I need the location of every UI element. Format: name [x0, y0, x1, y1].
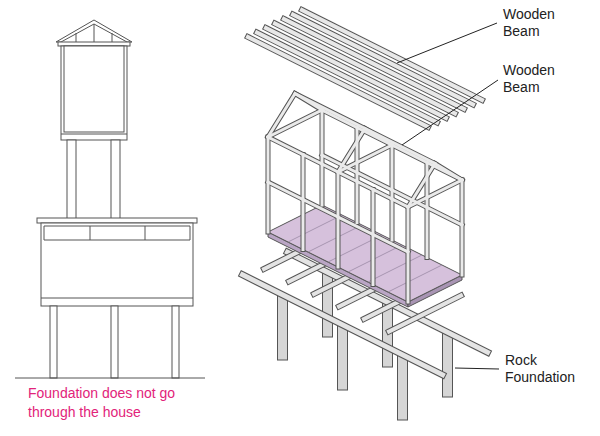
side-elevation [37, 218, 197, 223]
front-elevation [61, 134, 127, 135]
floor [368, 255, 422, 282]
wall-frame [268, 94, 462, 303]
front-posts [278, 295, 288, 360]
wall-frame [268, 94, 462, 303]
side-elevation [44, 226, 45, 240]
side-elevation [44, 240, 190, 241]
side-elevation [111, 306, 118, 378]
leader-lines [455, 368, 499, 369]
floor [388, 265, 442, 292]
roof-beams [248, 10, 482, 127]
floor [268, 205, 462, 307]
front-elevation [64, 46, 124, 132]
front-posts [398, 355, 408, 420]
roof-beams [248, 10, 482, 127]
side-elevation [190, 226, 191, 240]
note-text: Foundation does not go through the house [28, 384, 208, 422]
floor [288, 215, 442, 292]
front-elevation [112, 33, 113, 42]
side-elevation [90, 226, 91, 240]
side-elevation [50, 306, 57, 378]
part-label: Rock Foundation [505, 352, 590, 386]
front-elevation [61, 46, 127, 140]
side-elevation [145, 226, 146, 240]
part-label: Wooden Beam [503, 6, 583, 40]
floor [308, 225, 362, 252]
leader-lines [397, 23, 499, 369]
side-elevation [172, 306, 179, 378]
side-elevation [15, 218, 205, 378]
front-elevation [56, 20, 132, 236]
side-elevation [15, 378, 205, 379]
back-posts [323, 272, 333, 337]
floor [268, 205, 462, 302]
part-label: Wooden Beam [503, 62, 583, 96]
side-elevation [41, 298, 193, 299]
front-posts [278, 295, 408, 420]
side-elevation [44, 226, 190, 227]
side-elevation [41, 223, 193, 306]
back-posts [443, 332, 453, 397]
front-elevation [58, 42, 130, 46]
leader-lines [402, 80, 498, 145]
front-posts [338, 325, 348, 390]
floor [288, 215, 342, 242]
front-elevation [94, 24, 95, 42]
leader-lines [397, 23, 497, 63]
roof-beams [248, 10, 482, 127]
front-elevation [76, 33, 77, 42]
wall-frame [268, 94, 462, 303]
front-elevation [56, 20, 132, 42]
